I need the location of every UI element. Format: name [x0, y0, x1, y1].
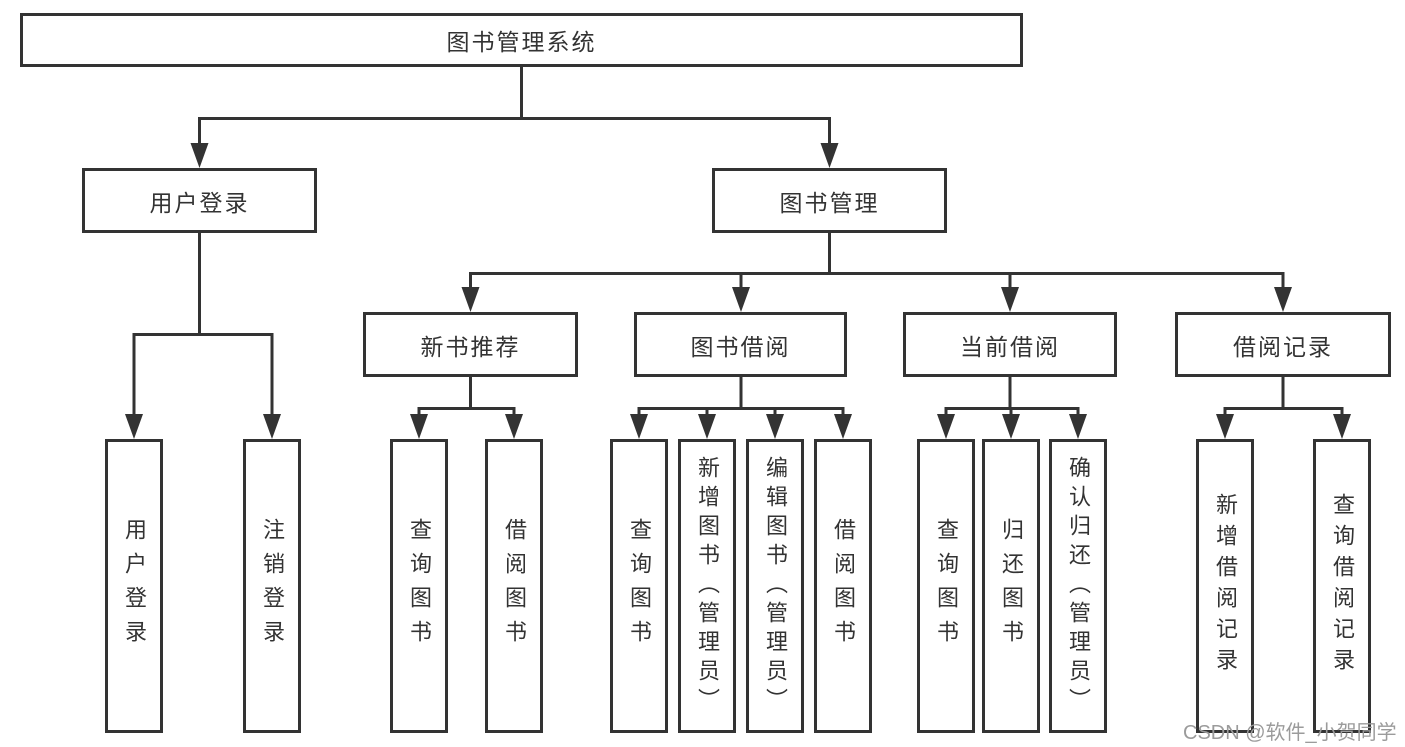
leaf-label: 查询图书	[934, 518, 959, 654]
arrowhead-icons	[125, 143, 1351, 439]
node-label: 图书管理	[779, 189, 880, 216]
leaf-borrow-books: 借阅图书	[814, 439, 872, 733]
leaf-query-books-borrowing: 查询图书	[610, 439, 668, 733]
connector-book-borrow-children	[637, 377, 845, 417]
node-borrowing-records: 借阅记录	[1175, 312, 1391, 377]
node-label: 新书推荐	[420, 333, 521, 360]
node-label: 图书借阅	[690, 333, 791, 360]
connector-user-login-children	[132, 233, 274, 417]
leaf-label: 新增借阅记录	[1213, 493, 1238, 679]
leaf-label: 注销登录	[260, 518, 285, 654]
leaf-label: 查询图书	[627, 518, 652, 654]
leaf-label: 用户登录	[122, 518, 147, 654]
leaf-label: 编辑图书（管理员）	[763, 455, 788, 717]
node-label: 当前借阅	[960, 333, 1060, 360]
node-root-library-system: 图书管理系统	[20, 13, 1023, 67]
leaf-user-login: 用户登录	[105, 439, 163, 733]
node-new-book-recommend: 新书推荐	[363, 312, 578, 377]
connector-borrow-record-children	[1223, 377, 1344, 417]
node-label: 借阅记录	[1233, 333, 1333, 360]
leaf-label: 借阅图书	[831, 518, 856, 654]
leaf-query-books-current: 查询图书	[917, 439, 975, 733]
leaf-add-books-admin: 新增图书（管理员）	[678, 439, 736, 733]
leaf-label: 新增图书（管理员）	[695, 455, 720, 717]
leaf-label: 归还图书	[999, 518, 1024, 654]
csdn-watermark: CSDN @软件_小贺同学	[1183, 722, 1397, 744]
leaf-label: 查询图书	[407, 518, 432, 654]
leaf-query-books-recommend: 查询图书	[390, 439, 448, 733]
leaf-return-books: 归还图书	[982, 439, 1040, 733]
connector-root-to-level2	[198, 67, 831, 146]
node-label: 图书管理系统	[446, 29, 597, 55]
leaf-edit-books-admin: 编辑图书（管理员）	[746, 439, 804, 733]
connector-current-borrow-children	[944, 377, 1080, 417]
node-book-management: 图书管理	[712, 168, 947, 233]
leaf-label: 借阅图书	[502, 518, 527, 654]
connector-new-book-children	[417, 377, 516, 417]
leaf-borrow-books-recommend: 借阅图书	[485, 439, 543, 733]
node-current-borrowing: 当前借阅	[903, 312, 1117, 377]
leaf-logout-login: 注销登录	[243, 439, 301, 733]
leaf-confirm-return-admin: 确认归还（管理员）	[1049, 439, 1107, 733]
leaf-label: 查询借阅记录	[1330, 493, 1355, 679]
leaf-query-borrow-record: 查询借阅记录	[1313, 439, 1371, 733]
leaf-label: 确认归还（管理员）	[1066, 455, 1091, 717]
leaf-add-borrow-record: 新增借阅记录	[1196, 439, 1254, 733]
connector-book-management-children	[469, 233, 1285, 290]
node-label: 用户登录	[149, 189, 250, 216]
node-user-login: 用户登录	[82, 168, 317, 233]
node-book-borrowing: 图书借阅	[634, 312, 847, 377]
connector-lines	[132, 67, 1344, 417]
